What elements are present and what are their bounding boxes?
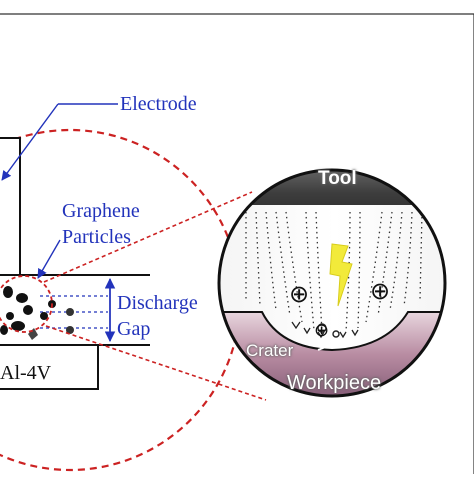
graphene-particle bbox=[3, 286, 13, 298]
crater-pointer-arrow bbox=[317, 341, 339, 351]
field-line bbox=[357, 211, 361, 329]
field-line bbox=[315, 211, 323, 333]
zoom-crater-outline bbox=[220, 311, 444, 352]
crater-label: Crater bbox=[246, 341, 294, 360]
graphene-particle bbox=[16, 293, 28, 303]
zoom-inset bbox=[217, 168, 447, 398]
graphene-particle bbox=[11, 321, 25, 331]
graphene-particle bbox=[66, 308, 74, 316]
debris-mark bbox=[317, 331, 325, 339]
field-line bbox=[403, 211, 413, 307]
field-line bbox=[365, 211, 383, 323]
graphene-label-line2: Particles bbox=[62, 226, 131, 248]
field-line bbox=[285, 211, 303, 323]
discharge-label-line1: Discharge bbox=[117, 292, 198, 314]
positive-ion-left: ⊕ bbox=[289, 280, 310, 308]
zoom-field-lines bbox=[245, 211, 423, 333]
zoom-spark bbox=[329, 243, 353, 307]
debris-mark bbox=[351, 329, 359, 337]
electrode-label: Electrode bbox=[120, 93, 197, 115]
magnifier-circle-small bbox=[0, 275, 53, 333]
field-line bbox=[377, 211, 393, 317]
workpiece-material-label: Al-4V bbox=[0, 362, 52, 384]
zoom-connector-bottom bbox=[45, 325, 267, 401]
field-line bbox=[305, 211, 315, 331]
positive-ion-crater: ⊕ bbox=[314, 320, 330, 341]
graphene-particle bbox=[0, 325, 8, 335]
positive-ion-right: ⊕ bbox=[370, 277, 391, 305]
debris-mark bbox=[291, 321, 301, 330]
debris-mark bbox=[303, 327, 311, 335]
field-line bbox=[275, 211, 291, 317]
tool-label: Tool bbox=[318, 168, 357, 189]
workpiece-label: Workpiece bbox=[287, 372, 382, 394]
graphene-particle bbox=[6, 312, 14, 320]
graphene-particle bbox=[66, 326, 74, 334]
zoom-outline bbox=[217, 168, 447, 398]
graphene-particle bbox=[40, 312, 48, 320]
workpiece-block bbox=[0, 344, 99, 390]
zoom-connector-top bbox=[43, 191, 253, 283]
electrode-pointer-arrow bbox=[1, 103, 59, 181]
zoom-debris bbox=[291, 321, 359, 339]
graphene-particle bbox=[28, 328, 38, 340]
graphene-particle bbox=[23, 305, 33, 315]
graphene-label-line1: Graphene bbox=[62, 200, 140, 222]
graphene-particles bbox=[0, 286, 74, 340]
discharge-label-line2: Gap bbox=[117, 318, 151, 340]
debris-particle bbox=[332, 330, 340, 338]
debris-particle bbox=[317, 323, 327, 333]
graphene-pointer-arrow bbox=[37, 239, 61, 279]
crater-pointer-head bbox=[332, 337, 342, 347]
debris-mark bbox=[339, 331, 347, 339]
